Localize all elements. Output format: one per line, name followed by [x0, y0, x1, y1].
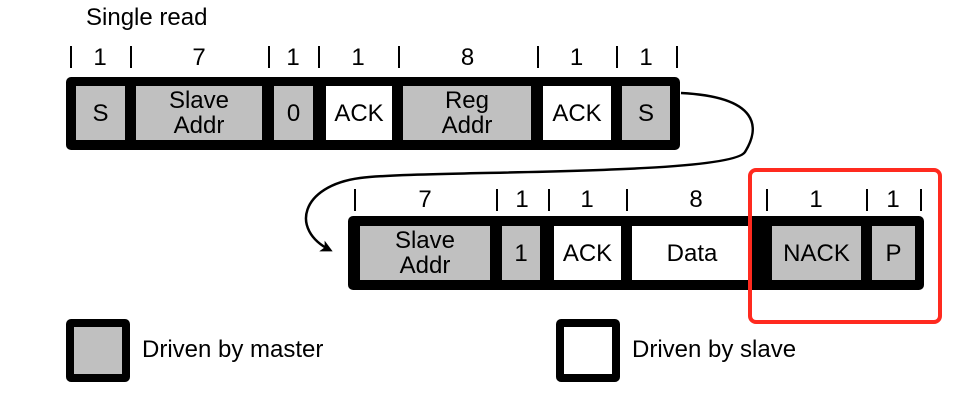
row2-bitcount-3: 8	[689, 186, 703, 213]
row2-bitcount-0: 7	[418, 186, 432, 213]
row1-bitcount-5: 1	[569, 44, 584, 71]
row1-tick-mark	[130, 46, 132, 68]
row2-tick-mark	[920, 189, 922, 211]
row1-tick-mark	[268, 46, 270, 68]
legend-master-swatch	[66, 319, 130, 382]
row1-bitcount-2: 1	[286, 44, 300, 71]
legend-slave-swatch	[556, 319, 620, 382]
row1-field-ack: ACK	[543, 86, 611, 140]
row2-bitcount-4: 1	[809, 186, 823, 213]
row1-tick-mark	[398, 46, 400, 68]
arrow-path	[304, 91, 754, 252]
row1-tick-mark	[616, 46, 618, 68]
nack-stop-highlight	[748, 168, 942, 324]
row1-bitcount-1: 7	[192, 44, 206, 71]
row2-field-nack: NACK	[772, 226, 861, 280]
row2-tick-mark	[766, 189, 768, 211]
row1-tick-mark	[318, 46, 320, 68]
row2-field-ack: ACK	[554, 226, 621, 280]
row2-tick-mark	[866, 189, 868, 211]
row1-bitcount-0: 1	[93, 44, 107, 71]
row1-field-s: S	[76, 86, 125, 140]
row1-tick-mark	[676, 46, 678, 68]
row1-bitcount-4: 8	[460, 44, 475, 71]
legend-slave-label: Driven by slave	[632, 336, 797, 363]
row2-bitcount-5: 1	[886, 186, 900, 213]
row2-tick-mark	[496, 189, 498, 211]
row1-tick-mark	[70, 46, 72, 68]
row1-tick-mark	[537, 46, 539, 68]
row1-field-s: S	[622, 86, 670, 140]
row2-field-p: P	[872, 226, 915, 280]
row1-bitcount-6: 1	[639, 44, 653, 71]
row1-bitcount-3: 1	[351, 44, 365, 71]
diagram-title: Single read	[86, 4, 208, 31]
row2-field-1: 1	[502, 226, 540, 280]
row2-tick-mark	[548, 189, 550, 211]
row2-tick-mark	[354, 189, 356, 211]
row1-field-ack: ACK	[326, 86, 392, 140]
row2-field-data: Data	[632, 226, 752, 280]
row1-field-0: 0	[274, 86, 313, 140]
legend-master-label: Driven by master	[142, 336, 324, 363]
row2-tick-mark	[626, 189, 628, 211]
row2-bitcount-1: 1	[515, 186, 529, 213]
row2-bitcount-2: 1	[580, 186, 594, 213]
